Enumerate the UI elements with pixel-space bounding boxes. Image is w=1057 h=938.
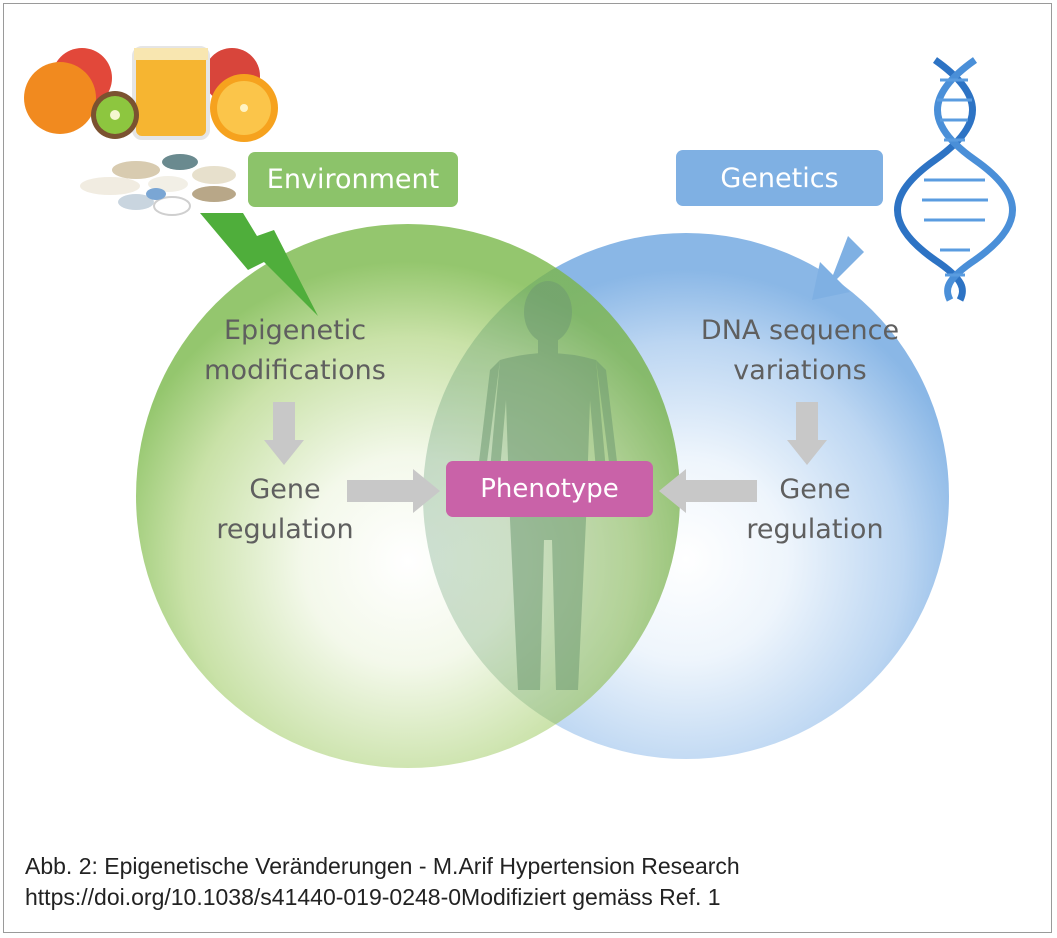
variations-line: variations bbox=[733, 355, 867, 386]
dna-helix-icon bbox=[894, 57, 1016, 302]
right-gene-line: Gene bbox=[779, 474, 851, 505]
left-gene-line: Gene bbox=[249, 474, 321, 505]
arrow-left-to-phenotype bbox=[347, 469, 440, 513]
lightning-bolt-icon bbox=[200, 213, 318, 316]
environment-label: Environment bbox=[266, 164, 440, 195]
left-regulation-line: regulation bbox=[216, 514, 354, 545]
arrow-right-to-phenotype bbox=[659, 469, 757, 513]
modifications-line: modifications bbox=[204, 355, 386, 386]
arrow-dna-to-gene bbox=[787, 402, 827, 465]
caption-line-1: Abb. 2: Epigenetische Veränderungen - M.… bbox=[25, 853, 740, 879]
environment-box: Environment bbox=[248, 152, 458, 207]
epigenetic-modifications-text: Epigenetic modifications bbox=[180, 311, 410, 391]
dna-sequence-variations-text: DNA sequence variations bbox=[680, 311, 920, 391]
phenotype-box: Phenotype bbox=[446, 461, 653, 517]
genetics-box: Genetics bbox=[676, 150, 883, 206]
right-regulation-line: regulation bbox=[746, 514, 884, 545]
fruit-juice-icon bbox=[24, 46, 278, 142]
phenotype-label: Phenotype bbox=[480, 474, 619, 504]
figure-caption: Abb. 2: Epigenetische Veränderungen - M.… bbox=[25, 851, 740, 913]
left-gene-regulation-text: Gene regulation bbox=[195, 470, 375, 550]
right-gene-regulation-text: Gene regulation bbox=[725, 470, 905, 550]
figure-frame bbox=[3, 3, 1052, 933]
epigenetic-line: Epigenetic bbox=[223, 315, 367, 346]
caption-line-2: https://doi.org/10.1038/s41440-019-0248-… bbox=[25, 884, 721, 910]
dna-sequence-line: DNA sequence bbox=[700, 315, 900, 346]
genetics-arrow-icon bbox=[812, 236, 864, 300]
pills-icon bbox=[80, 154, 236, 216]
genetics-label: Genetics bbox=[720, 162, 839, 194]
arrow-epigenetic-to-gene bbox=[264, 402, 304, 465]
human-silhouette-icon bbox=[478, 281, 618, 690]
